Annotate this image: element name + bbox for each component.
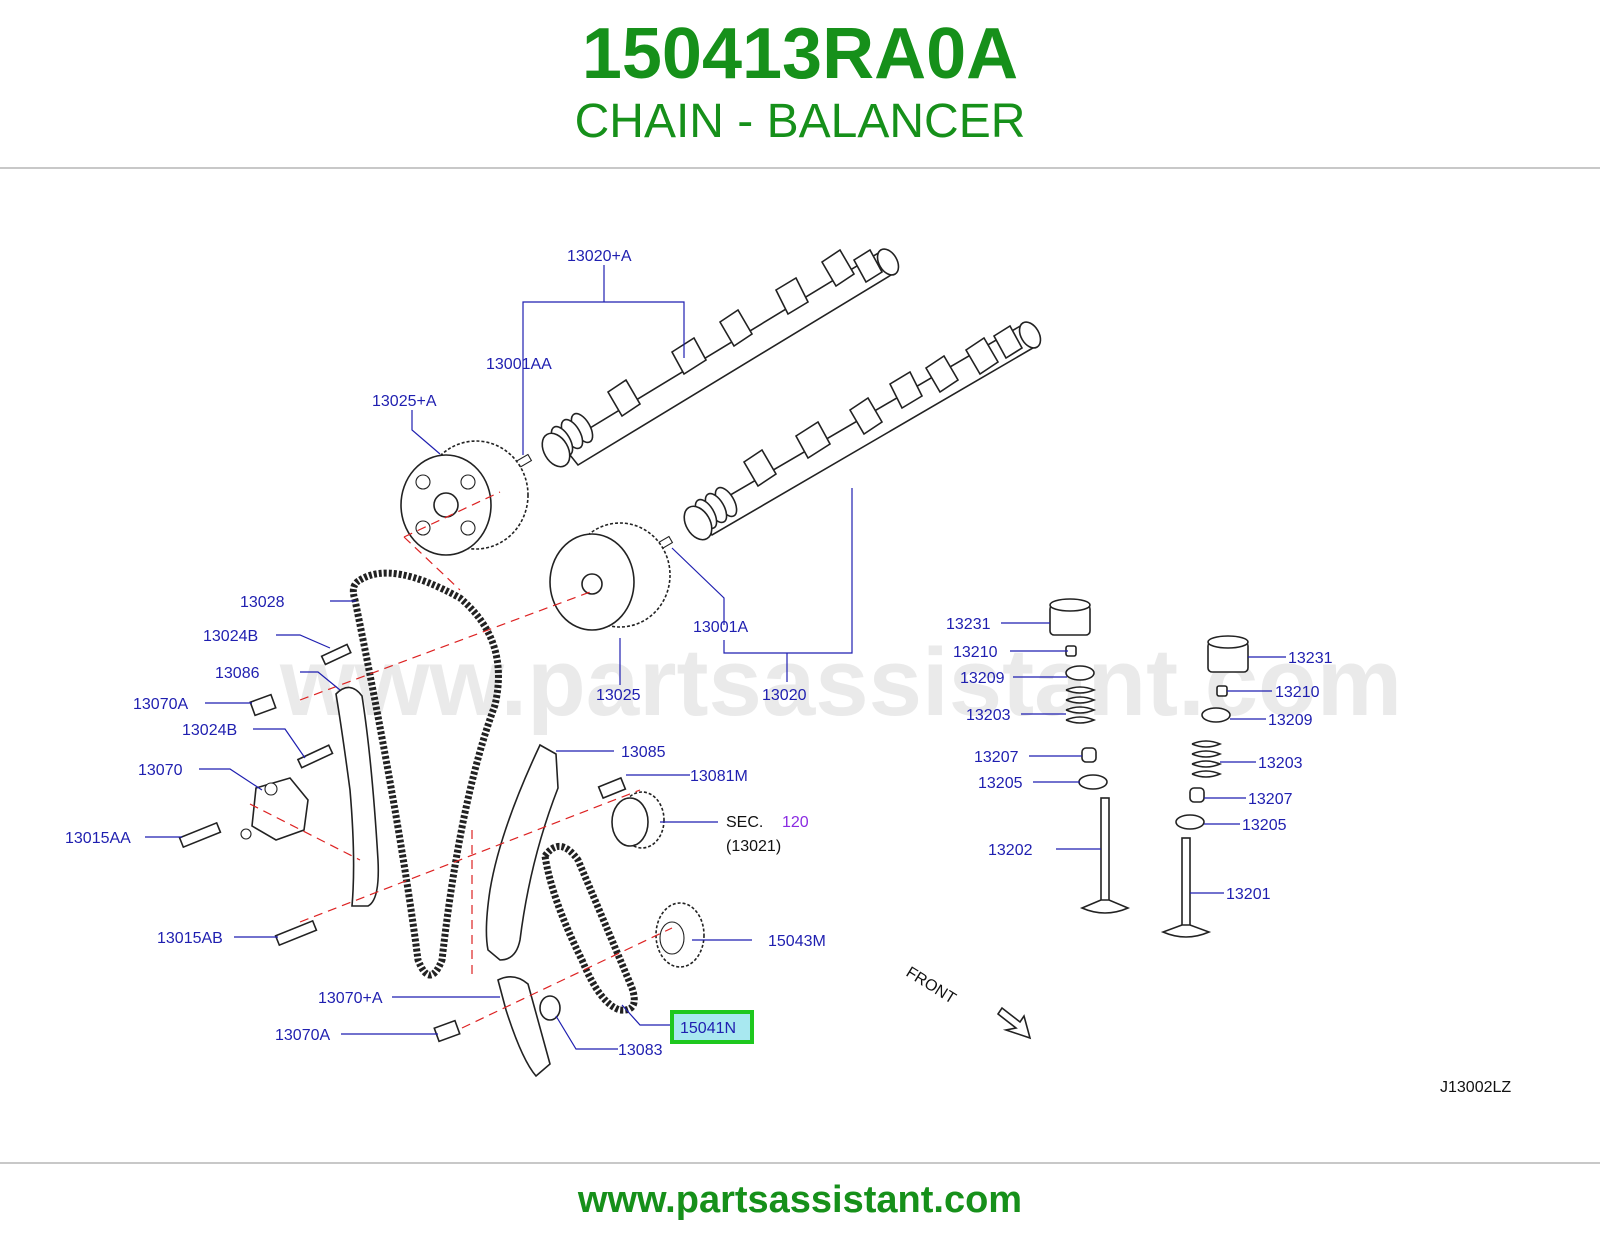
label-13081M[interactable]: 13081M [690,768,748,785]
label-13070plusA[interactable]: 13070+A [318,990,383,1007]
bolt-13015aa [178,821,222,849]
crank-sprocket [611,791,665,849]
label-13070A-lower[interactable]: 13070A [275,1027,330,1044]
label-13001AA[interactable]: 13001AA [486,356,552,373]
pin-13081m [597,776,627,800]
label-13085[interactable]: 13085 [621,744,666,761]
sec-number-link[interactable]: 120 [782,814,809,831]
label-13028[interactable]: 13028 [240,594,285,611]
label-13024B-upper[interactable]: 13024B [203,628,258,645]
label-13210-right[interactable]: 13210 [1275,684,1320,701]
valve-set-right [1160,635,1249,938]
diagram-code: J13002LZ [1440,1079,1511,1096]
label-13086[interactable]: 13086 [215,665,260,682]
footer-website-link[interactable]: www.partsassistant.com [577,1179,1023,1221]
timing-chain [349,569,502,979]
label-13209-right[interactable]: 13209 [1268,712,1313,729]
camshaft-upper [513,248,900,470]
chain-tensioner [240,777,309,841]
sec-prefix: SEC. [726,814,763,831]
camshaft-lower [654,321,1042,552]
highlight-box [670,1010,754,1044]
valve-set-left [1049,598,1131,914]
label-13083[interactable]: 13083 [618,1042,663,1059]
label-15041N-highlighted[interactable]: 15041N [680,1020,736,1037]
label-13001A[interactable]: 13001A [693,619,748,636]
bolt-13024b-lower [296,744,334,769]
header-divider [0,167,1600,169]
label-13209-left[interactable]: 13209 [960,670,1005,687]
label-13210-left[interactable]: 13210 [953,644,998,661]
tensioner-arm-13070a [497,976,551,1078]
label-13201[interactable]: 13201 [1226,886,1271,903]
label-13025A[interactable]: 13025+A [372,393,437,410]
label-13231-left[interactable]: 13231 [946,616,991,633]
balancer-chain [541,843,638,1014]
label-13020[interactable]: 13020 [762,687,807,704]
label-13202[interactable]: 13202 [988,842,1033,859]
label-13203-right[interactable]: 13203 [1258,755,1303,772]
pin-13070a-upper [249,693,277,717]
label-13025[interactable]: 13025 [596,687,641,704]
sec-subref: (13021) [726,838,781,855]
label-13207-left[interactable]: 13207 [974,749,1019,766]
nut-13083 [539,995,561,1021]
footer-divider [0,1162,1600,1164]
label-13024B-lower[interactable]: 13024B [182,722,237,739]
chain-guide-left [335,686,380,907]
front-arrow-icon [996,1006,1032,1040]
label-13203-left[interactable]: 13203 [966,707,1011,724]
label-13205-left[interactable]: 13205 [978,775,1023,792]
label-13070A-upper[interactable]: 13070A [133,696,188,713]
part-name-subtitle: CHAIN - BALANCER [574,95,1026,148]
label-13015AB[interactable]: 13015AB [157,930,223,947]
leader-lines [145,265,1286,1050]
bolt-13024b-upper [320,643,352,666]
label-13207-right[interactable]: 13207 [1248,791,1293,808]
alignment-lines [249,491,673,1029]
label-13020A[interactable]: 13020+A [567,248,632,265]
label-13205-right[interactable]: 13205 [1242,817,1287,834]
label-13231-right[interactable]: 13231 [1288,650,1333,667]
pin-13070a-lower [433,1019,461,1043]
cam-sprocket-upper [400,440,529,556]
chain-guide-right [485,743,559,961]
balancer-sprocket [655,902,705,968]
parts-diagram: www.partsassistant.com [65,248,1511,1096]
label-15043M[interactable]: 15043M [768,933,826,950]
label-13015AA[interactable]: 13015AA [65,830,131,847]
front-label: FRONT [903,964,959,1008]
cam-sprocket-lower [549,522,671,631]
label-13070[interactable]: 13070 [138,762,183,779]
bolt-13015ab [274,919,318,947]
part-number-title: 150413RA0A [581,14,1019,94]
